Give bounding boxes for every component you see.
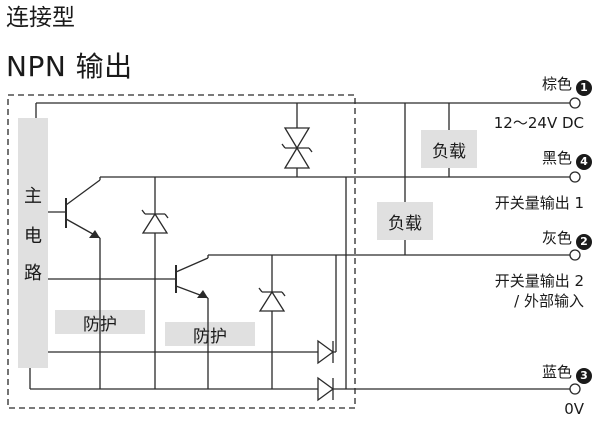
sensor-boundary xyxy=(7,94,356,409)
main-circuit-block xyxy=(18,118,48,368)
main-circuit-label-1: 主 xyxy=(24,186,42,207)
protection-label-2: 防护 xyxy=(193,326,227,347)
load-box-1: 负载 xyxy=(421,130,477,168)
main-circuit-label-2: 电 xyxy=(24,226,42,247)
terminal-desc-black: 开关量输出 1 xyxy=(494,194,584,212)
page-subtitle: NPN 输出 xyxy=(6,50,133,83)
terminal-number-badge: 2 xyxy=(576,234,592,250)
terminal-color-name: 灰色 xyxy=(541,229,572,247)
protection-box-2: 防护 xyxy=(165,322,255,347)
terminal-number-badge: 3 xyxy=(576,368,592,384)
terminal-gray xyxy=(569,249,581,261)
load-box-2: 负载 xyxy=(377,202,433,240)
terminal-number-badge: 4 xyxy=(576,154,592,170)
terminal-black xyxy=(569,171,581,183)
terminal-desc-gray-1: 开关量输出 2 xyxy=(494,272,584,290)
terminal-brown xyxy=(569,97,581,109)
terminal-number-badge: 1 xyxy=(576,80,592,96)
terminal-desc-gray-2: / 外部输入 xyxy=(514,292,584,310)
main-circuit-label-3: 路 xyxy=(24,263,42,284)
terminal-blue xyxy=(569,383,581,395)
load-label-2: 负载 xyxy=(388,213,422,234)
terminal-color-name: 黑色 xyxy=(541,149,572,167)
terminal-color-name: 棕色 xyxy=(541,75,572,93)
load-label-1: 负载 xyxy=(432,141,466,162)
page-title: 连接型 xyxy=(6,5,75,31)
terminal-desc-brown: 12～24V DC xyxy=(493,114,584,132)
terminal-color-name: 蓝色 xyxy=(541,363,572,381)
terminal-desc-blue: 0V xyxy=(564,400,584,418)
